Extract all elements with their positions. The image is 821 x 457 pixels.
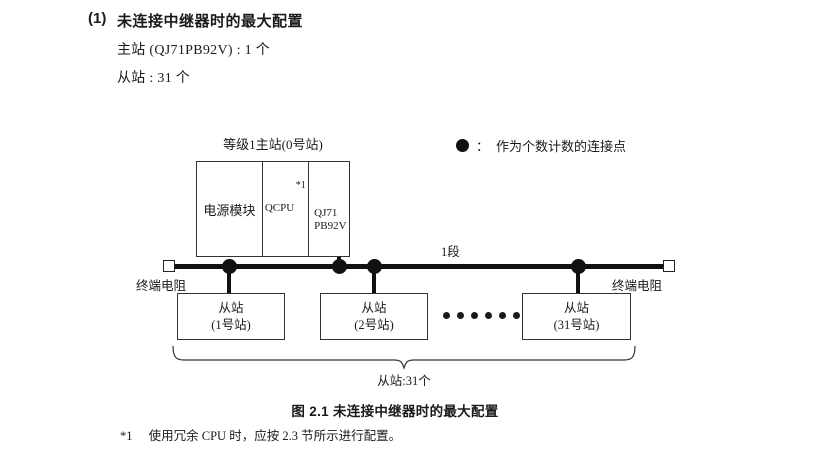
legend-label: 作为个数计数的连接点	[496, 139, 627, 154]
ellipsis-dots-icon	[443, 312, 520, 319]
slave-station-box: 从站 (31号站)	[522, 293, 631, 340]
ellipsis-dot	[485, 312, 492, 319]
slave-station-number: (2号站)	[354, 317, 394, 332]
ellipsis-dot	[443, 312, 450, 319]
footnote-mark: *1	[120, 429, 133, 443]
network-module-cell: QJ71 PB92V	[309, 162, 349, 256]
connection-point-dot	[331, 258, 347, 274]
slave-1-drop-line	[226, 266, 232, 294]
figure-caption: 图 2.1 未连接中继器时的最大配置	[291, 404, 499, 419]
heading-number: (1)	[88, 10, 107, 27]
ellipsis-dot	[471, 312, 478, 319]
legend: ： 作为个数计数的连接点	[456, 136, 626, 155]
master-station-module: 电源模块 *1 QCPU QJ71 PB92V	[196, 161, 350, 257]
segment-label: 1段	[441, 245, 460, 259]
network-module-label-line1: QJ71	[314, 207, 338, 219]
slave-station-title: 从站	[218, 300, 244, 315]
master-station-label: 等级1主站(0号站)	[223, 137, 323, 152]
slave-31-drop-line	[575, 266, 581, 294]
slave-station-box: 从站 (1号站)	[177, 293, 285, 340]
terminator-left-label: 终端电阻	[136, 279, 187, 293]
ellipsis-dot	[499, 312, 506, 319]
terminator-left-icon	[163, 260, 175, 272]
bus-line	[168, 263, 669, 269]
qcpu-label: QCPU	[264, 202, 295, 214]
slave-group-label: 从站:31个	[377, 374, 431, 388]
master-station-count-line: 主站 (QJ71PB92V) : 1 个	[117, 43, 271, 58]
slave-station-number: (1号站)	[211, 317, 251, 332]
terminator-right-label: 终端电阻	[612, 279, 663, 293]
power-module-label: 电源模块	[203, 202, 256, 218]
qcpu-footnote-mark: *1	[295, 180, 306, 191]
footnote: *1 使用冗余 CPU 时，应按 2.3 节所示进行配置。	[120, 425, 401, 444]
ellipsis-dot	[513, 312, 520, 319]
page-title: 未连接中继器时的最大配置	[117, 13, 304, 30]
slave-group-brace	[172, 345, 636, 370]
network-module-label-line2: PB92V	[314, 220, 347, 232]
terminator-right-icon	[663, 260, 675, 272]
slave-station-number: (31号站)	[553, 317, 600, 332]
legend-separator: ：	[476, 139, 490, 154]
ellipsis-dot	[457, 312, 464, 319]
slave-station-title: 从站	[563, 300, 589, 315]
filled-circle-icon	[456, 139, 469, 152]
slave-station-count-line: 从站 : 31 个	[117, 71, 191, 86]
slave-2-drop-line	[371, 266, 377, 294]
power-module-cell: 电源模块	[197, 162, 263, 256]
footnote-text: 使用冗余 CPU 时，应按 2.3 节所示进行配置。	[148, 429, 402, 443]
slave-station-title: 从站	[361, 300, 387, 315]
slave-station-box: 从站 (2号站)	[320, 293, 428, 340]
qcpu-cell: *1 QCPU	[263, 162, 309, 256]
